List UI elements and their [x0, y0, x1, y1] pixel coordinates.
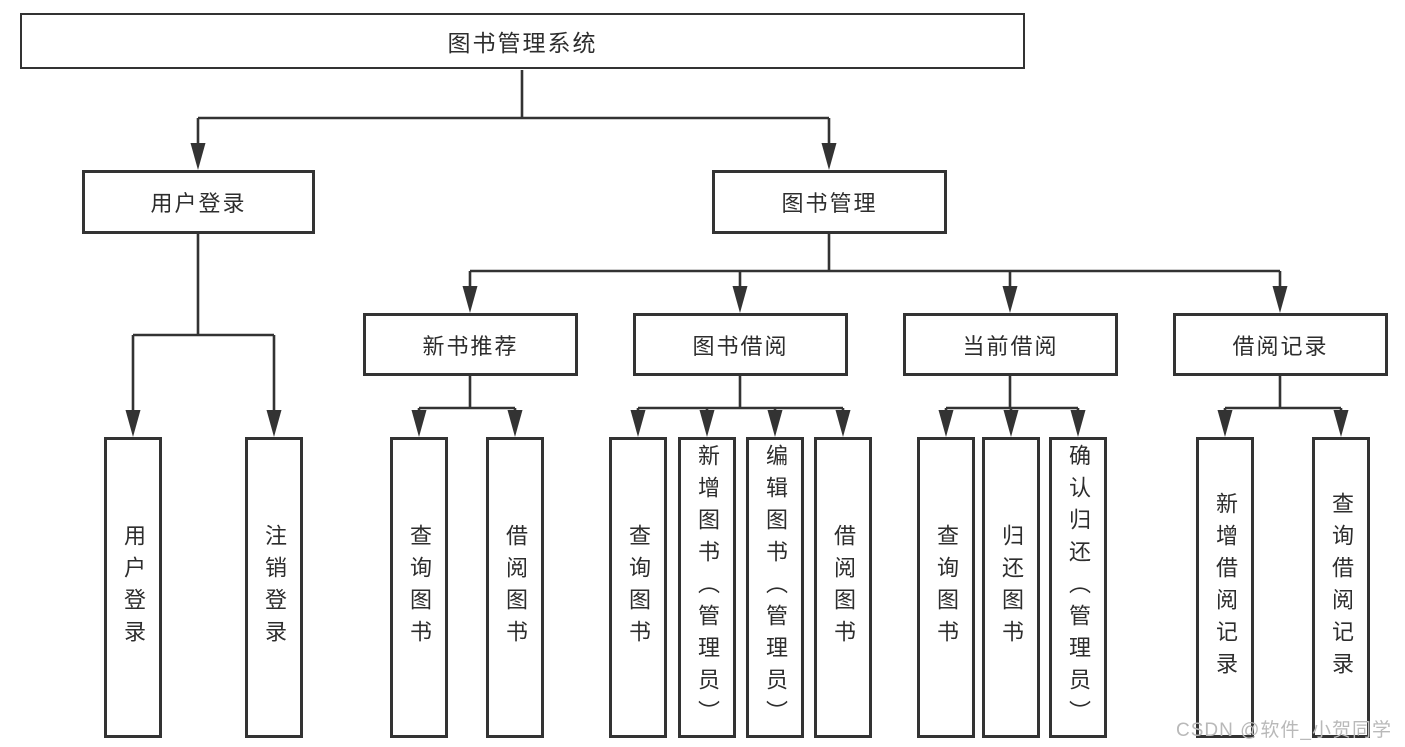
- node-label: 新增图书（管理员）: [695, 443, 720, 732]
- node-label: 当前借阅: [962, 333, 1059, 359]
- node-user-login: 用户登录: [82, 170, 315, 234]
- node-label: 注销登录: [262, 523, 287, 652]
- node-label: 用户登录: [150, 191, 247, 216]
- node-label: 借阅记录: [1232, 333, 1329, 359]
- node-label: 借阅图书: [831, 523, 856, 652]
- leaf-confirm-return-admin: 确认归还（管理员）: [1049, 437, 1107, 738]
- arrow-icon: [266, 410, 282, 437]
- arrow-icon: [821, 143, 837, 170]
- node-label: 查询图书: [407, 523, 432, 652]
- node-label: 用户登录: [121, 523, 146, 652]
- arrow-icon: [767, 410, 783, 437]
- node-label: 查询图书: [626, 523, 651, 652]
- arrow-icon: [699, 410, 715, 437]
- leaf-borrow-books: 借阅图书: [486, 437, 544, 738]
- arrow-icon: [835, 410, 851, 437]
- node-label: 借阅图书: [503, 523, 528, 652]
- arrow-icon: [732, 286, 748, 313]
- leaf-query-borrow-record: 查询借阅记录: [1312, 437, 1370, 738]
- node-label: 归还图书: [999, 523, 1024, 652]
- arrow-icon: [1070, 410, 1086, 437]
- node-label: 新书推荐: [422, 333, 519, 359]
- node-new-book-recommend: 新书推荐: [363, 313, 578, 376]
- node-label: 图书管理: [781, 191, 878, 216]
- arrowheads: [125, 143, 1349, 437]
- leaf-user-login: 用户登录: [104, 437, 162, 738]
- node-label: 确认归还（管理员）: [1066, 443, 1091, 732]
- arrow-icon: [1002, 286, 1018, 313]
- arrow-icon: [1003, 410, 1019, 437]
- connector-root-to-level2: [196, 70, 831, 148]
- arrow-icon: [1217, 410, 1233, 437]
- leaf-borrow-books-2: 借阅图书: [814, 437, 872, 738]
- csdn-watermark: CSDN @软件_小贺同学: [1176, 720, 1392, 741]
- node-book-borrow: 图书借阅: [633, 313, 848, 376]
- connector-user-login-fork: [131, 234, 276, 415]
- connector-new-book-fork: [417, 376, 517, 416]
- arrow-icon: [630, 410, 646, 437]
- leaf-query-books: 查询图书: [390, 437, 448, 738]
- connector-record-fork: [1223, 376, 1343, 416]
- node-current-borrow: 当前借阅: [903, 313, 1118, 376]
- leaf-add-books-admin: 新增图书（管理员）: [678, 437, 736, 738]
- leaf-return-books: 归还图书: [982, 437, 1040, 738]
- connector-book-mgmt-fork: [468, 234, 1282, 292]
- leaf-edit-books-admin: 编辑图书（管理员）: [746, 437, 804, 738]
- arrow-icon: [507, 410, 523, 437]
- node-label: 查询图书: [934, 523, 959, 652]
- node-label: 编辑图书（管理员）: [763, 443, 788, 732]
- connector-borrow-fork: [636, 376, 845, 416]
- arrow-icon: [190, 143, 206, 170]
- leaf-logout: 注销登录: [245, 437, 303, 738]
- leaf-add-borrow-record: 新增借阅记录: [1196, 437, 1254, 738]
- node-label: 图书管理系统: [447, 30, 598, 56]
- node-book-management: 图书管理: [712, 170, 947, 234]
- leaf-query-books-3: 查询图书: [917, 437, 975, 738]
- arrow-icon: [462, 286, 478, 313]
- arrow-icon: [938, 410, 954, 437]
- node-root-system: 图书管理系统: [20, 13, 1025, 69]
- arrow-icon: [125, 410, 141, 437]
- leaf-query-books-2: 查询图书: [609, 437, 667, 738]
- node-label: 图书借阅: [692, 333, 789, 359]
- node-borrow-record: 借阅记录: [1173, 313, 1388, 376]
- node-label: 新增借阅记录: [1213, 491, 1238, 684]
- node-label: 查询借阅记录: [1329, 491, 1354, 684]
- arrow-icon: [1333, 410, 1349, 437]
- arrow-icon: [1272, 286, 1288, 313]
- arrow-icon: [411, 410, 427, 437]
